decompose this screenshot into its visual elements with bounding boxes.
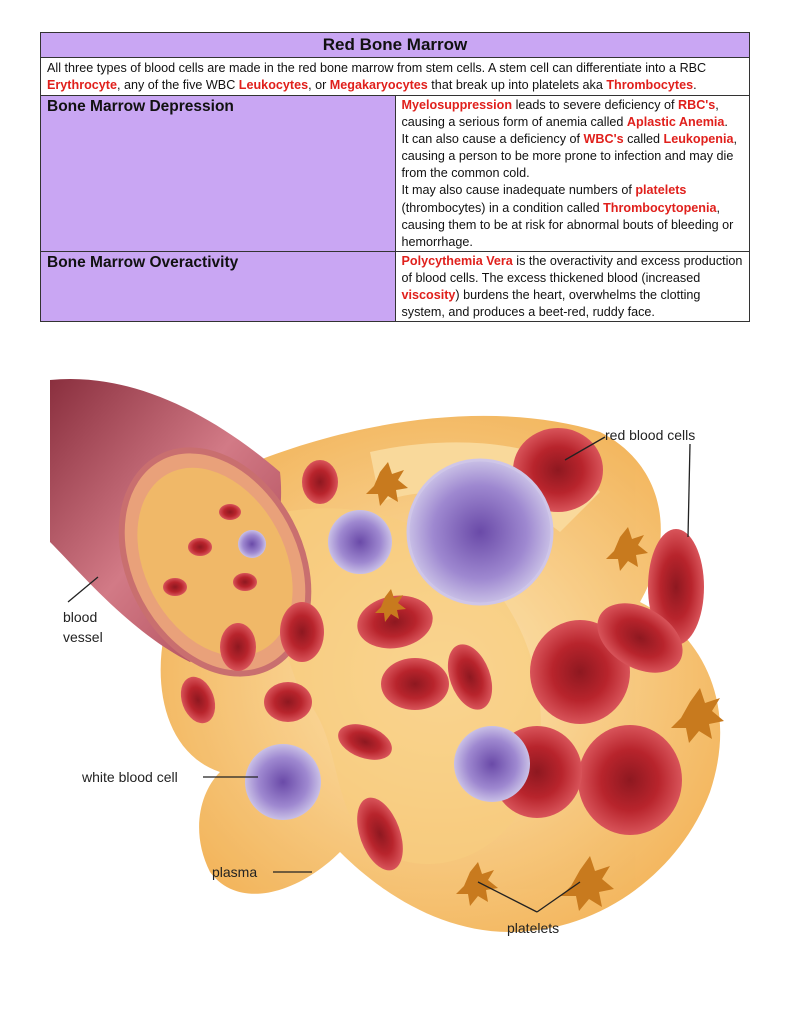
text-run: It may also cause inadequate numbers of	[401, 183, 636, 198]
label-plasma: plasma	[212, 864, 257, 880]
key-term: RBC's	[678, 98, 716, 112]
text-run: (thrombocytes) in a condition called	[401, 200, 604, 215]
key-term: Myelosuppression	[401, 98, 513, 112]
key-term: Leukocytes	[238, 78, 309, 92]
text-run: All three types of blood cells are made …	[47, 61, 707, 75]
text-run: .	[693, 78, 697, 92]
text-run: ) burdens the heart, overwhelms the clot…	[401, 288, 701, 320]
key-term: Leukopenia	[663, 132, 734, 147]
blood-vessel	[50, 378, 312, 677]
key-term: Thrombocytopenia	[603, 200, 717, 215]
bone-marrow-table: Red Bone Marrow All three types of blood…	[40, 32, 750, 323]
depression-paragraph: It can also cause a deficiency of WBC's …	[402, 131, 744, 182]
text-run: called	[623, 132, 664, 147]
key-term: Megakaryocytes	[329, 78, 428, 92]
row-body-depression: Myelosuppression leads to severe deficie…	[394, 95, 750, 252]
row-label-depression: Bone Marrow Depression	[40, 95, 396, 252]
key-term: Aplastic Anemia	[626, 115, 725, 130]
row-label-overactivity: Bone Marrow Overactivity	[40, 250, 396, 323]
key-term: viscosity	[401, 288, 456, 303]
text-run: , or	[308, 78, 330, 92]
label-leader-lines	[67, 436, 691, 913]
text-run: that break up into platelets aka	[427, 78, 607, 92]
depression-paragraph: It may also cause inadequate numbers of …	[402, 182, 744, 250]
text-run: leads to severe deficiency of	[512, 98, 678, 112]
row-body-overactivity: Polycythemia Vera is the overactivity an…	[394, 250, 750, 323]
red-blood-cells	[163, 428, 704, 871]
platelets	[366, 462, 724, 911]
text-run: It can also cause a deficiency of	[401, 132, 584, 147]
depression-paragraph: Myelosuppression leads to severe deficie…	[402, 97, 744, 131]
key-term: Thrombocytes	[606, 78, 694, 92]
key-term: Erythrocyte	[47, 78, 117, 92]
text-run: .	[724, 115, 728, 130]
label-blood-vessel-line1: blood	[63, 609, 97, 625]
key-term: platelets	[635, 183, 687, 198]
text-run: is the overactivity and excess productio…	[401, 253, 743, 285]
label-platelets: platelets	[507, 920, 559, 936]
table-title: Red Bone Marrow	[40, 32, 750, 58]
text-run: , causing them to be at risk for abnorma…	[401, 200, 734, 249]
label-white-blood-cell: white blood cell	[81, 769, 178, 785]
text-run: , any of the five WBC	[117, 78, 239, 92]
key-term: Polycythemia Vera	[401, 253, 513, 268]
key-term: WBC's	[583, 132, 624, 147]
overactivity-paragraph: Polycythemia Vera is the overactivity an…	[402, 253, 744, 321]
label-red-blood-cells: red blood cells	[605, 427, 695, 443]
label-blood-vessel-line2: vessel	[63, 629, 103, 645]
intro-text: All three types of blood cells are made …	[40, 57, 750, 96]
text-run: , causing a serious form of anemia calle…	[401, 98, 719, 130]
white-blood-cells	[238, 458, 554, 820]
blood-composition-illustration: red blood cells blood vessel white blood…	[50, 378, 724, 936]
text-run: , causing a person to be more prone to i…	[401, 132, 737, 181]
